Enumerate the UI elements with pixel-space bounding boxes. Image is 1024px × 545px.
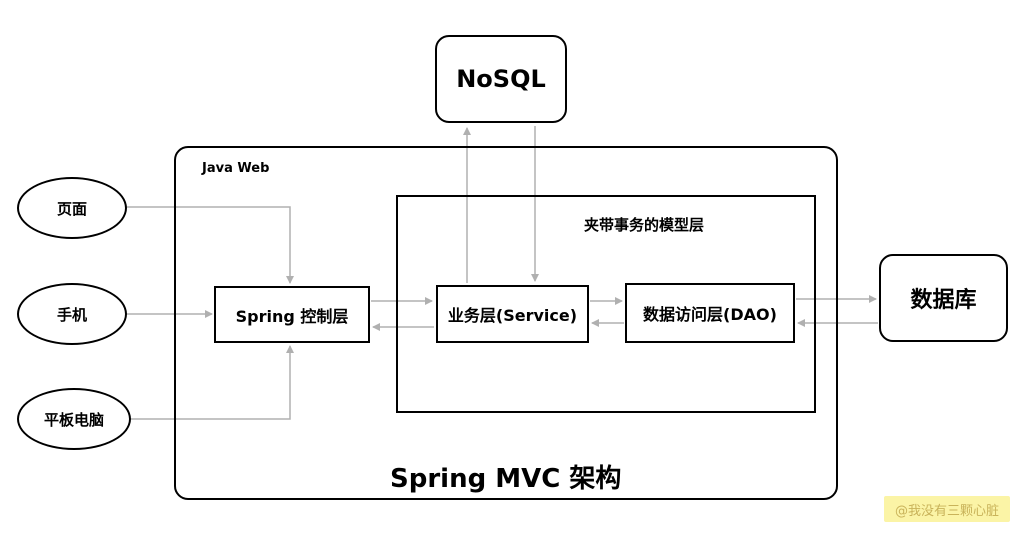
spring-controller-node: Spring 控制层 <box>214 286 370 343</box>
java-web-frame <box>174 146 838 500</box>
tablet-client-node: 平板电脑 <box>17 388 131 450</box>
watermark: @我没有三颗心脏 <box>884 496 1010 522</box>
nosql-node: NoSQL <box>435 35 567 123</box>
database-node: 数据库 <box>879 254 1008 342</box>
model-layer-label: 夹带事务的模型层 <box>584 216 705 234</box>
model-layer-frame <box>396 195 816 413</box>
service-layer-node: 业务层(Service) <box>436 285 589 343</box>
page-client-node: 页面 <box>17 177 127 239</box>
java-web-label: Java Web <box>202 161 270 176</box>
architecture-title: Spring MVC 架构 <box>390 464 622 494</box>
arrow-tablet-to-controller <box>130 345 294 420</box>
dao-layer-node: 数据访问层(DAO) <box>625 283 795 343</box>
phone-client-node: 手机 <box>17 283 127 345</box>
arrow-page-to-controller <box>126 206 294 284</box>
